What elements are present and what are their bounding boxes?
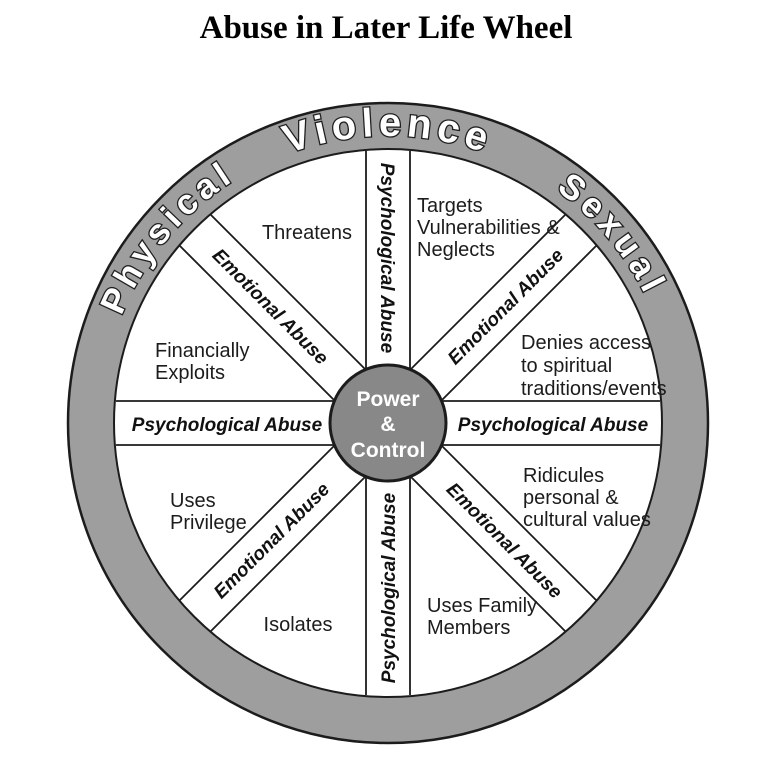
svg-text:Financially: Financially [155,340,249,362]
spoke-divider-lines [116,151,660,695]
svg-text:Uses: Uses [170,490,216,512]
svg-text:Denies access: Denies access [521,332,651,354]
spoke-label-left-psychological-abuse: Psychological Abuse [132,415,323,436]
svg-text:Neglects: Neglects [417,239,495,261]
sector-label-ridicules-values: Ridicules personal & cultural values [523,465,651,531]
hub-label-power-and-control: Power & Control [351,388,426,462]
svg-text:Control: Control [351,439,426,462]
page-title: Abuse in Later Life Wheel [200,10,573,46]
sector-label-uses-family-members: Uses Family Members [427,595,537,639]
sector-label-denies-access: Denies access to spiritual traditions/ev… [521,332,667,400]
spoke-label-right-psychological-abuse: Psychological Abuse [458,415,649,436]
spoke-label-bottom-psychological-abuse: Psychological Abuse [379,492,400,683]
svg-text:&: & [380,413,395,436]
svg-text:personal &: personal & [523,487,619,509]
sector-label-isolates: Isolates [264,614,333,636]
sector-label-financially-exploits: Financially Exploits [155,340,249,384]
svg-text:Vulnerabilities &: Vulnerabilities & [417,217,560,239]
spoke-label-top-psychological-abuse: Psychological Abuse [376,163,397,354]
svg-text:Members: Members [427,617,510,639]
sector-label-threatens: Threatens [262,222,352,244]
svg-text:Power: Power [356,388,419,411]
power-control-hub [328,363,448,483]
svg-text:to spiritual: to spiritual [521,355,612,377]
svg-text:Privilege: Privilege [170,512,247,534]
svg-text:Uses Family: Uses Family [427,595,537,617]
svg-text:cultural values: cultural values [523,509,651,531]
sector-label-targets-vulnerabilities: Targets Vulnerabilities & Neglects [417,195,560,261]
sector-label-uses-privilege: Uses Privilege [170,490,247,534]
svg-text:traditions/events: traditions/events [521,378,667,400]
svg-text:Targets: Targets [417,195,483,217]
svg-text:Exploits: Exploits [155,362,225,384]
svg-text:Ridicules: Ridicules [523,465,604,487]
